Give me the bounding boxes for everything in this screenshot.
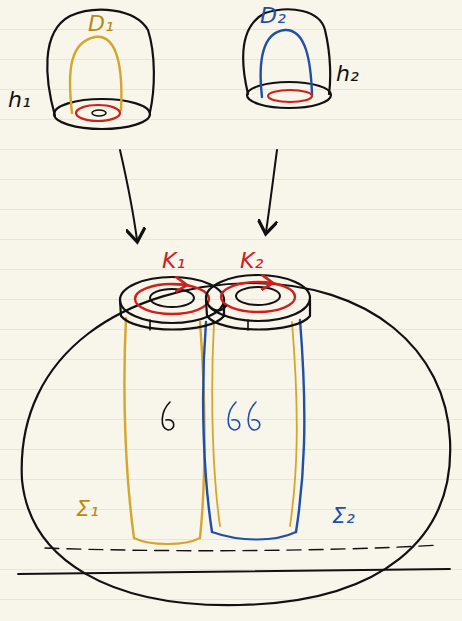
math-label: Σ₁ [74, 497, 101, 521]
math-label: D₁ [86, 12, 116, 36]
math-label: K₂ [238, 249, 265, 273]
math-label: K₁ [160, 249, 187, 273]
math-label: h₂ [334, 62, 361, 86]
math-label: h₁ [6, 88, 33, 112]
math-label: Σ₂ [330, 504, 357, 528]
math-label: D₂ [258, 4, 288, 28]
